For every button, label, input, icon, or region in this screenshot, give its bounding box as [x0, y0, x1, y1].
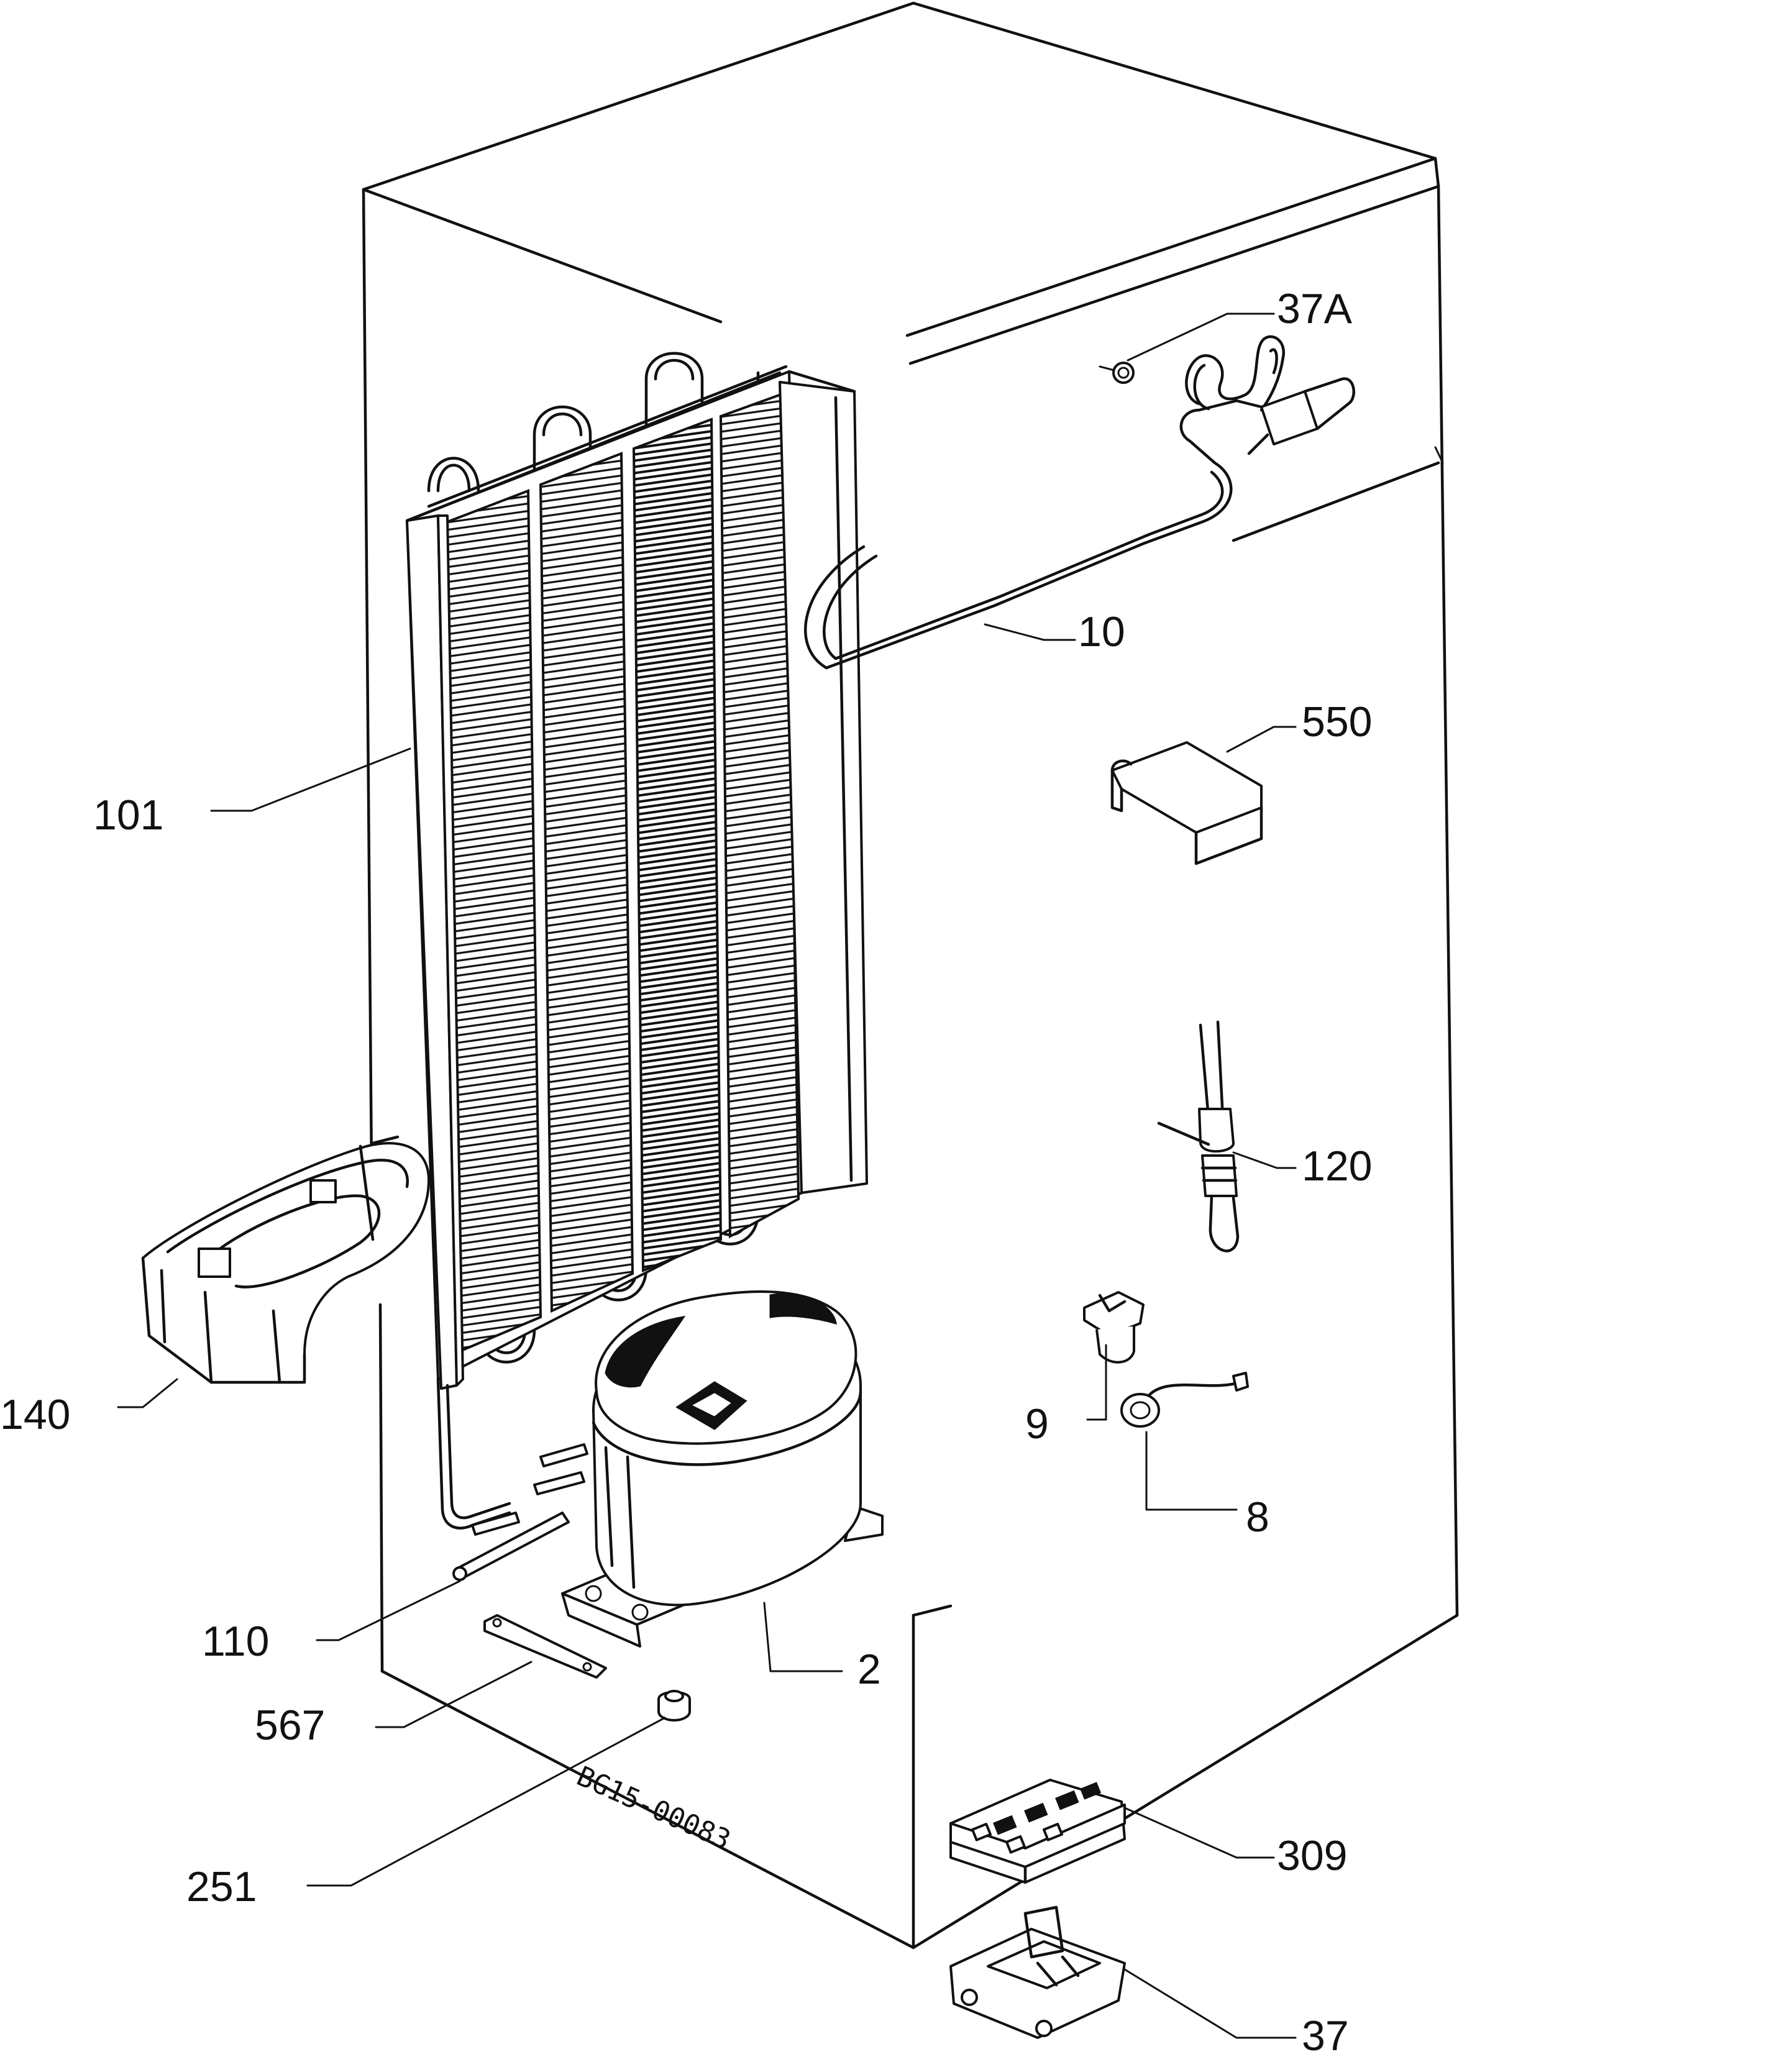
label-9: 9	[1025, 1400, 1049, 1448]
starter-relay-8	[1120, 1372, 1249, 1428]
clip-567	[483, 1614, 607, 1679]
label-140: 140	[0, 1391, 70, 1438]
label-110: 110	[202, 1618, 269, 1665]
bracket-550	[1110, 741, 1263, 865]
grommet-251	[657, 1690, 691, 1722]
label-309: 309	[1277, 1832, 1347, 1879]
label-120: 120	[1302, 1143, 1372, 1190]
drawing-code: BG15-00083	[572, 1760, 736, 1856]
compressor-2	[471, 1290, 884, 1648]
label-37a: 37A	[1277, 285, 1353, 332]
lamp-holder-37	[949, 1905, 1126, 2039]
label-567: 567	[255, 1702, 325, 1749]
condenser-101	[405, 352, 868, 1530]
label-550: 550	[1302, 698, 1372, 746]
label-2: 2	[857, 1646, 881, 1693]
label-251: 251	[186, 1863, 257, 1910]
part-labels: 37A 10 550 101 120 140 9 8 110 2 567 251…	[0, 285, 1372, 2057]
drip-tray-140	[141, 1135, 430, 1384]
thermostat-120	[1157, 1020, 1240, 1252]
control-housing-309	[949, 1779, 1126, 1884]
label-101: 101	[93, 791, 163, 839]
overload-protector-9	[1083, 1291, 1145, 1364]
drain-heater-tube-10	[804, 335, 1355, 670]
filter-drier-110	[452, 1512, 570, 1581]
label-8: 8	[1246, 1494, 1269, 1541]
refrigerator-cabinet	[362, 1, 1459, 1950]
label-37: 37	[1302, 2012, 1349, 2054]
leader-lines	[117, 312, 1297, 2039]
label-10: 10	[1078, 608, 1125, 655]
